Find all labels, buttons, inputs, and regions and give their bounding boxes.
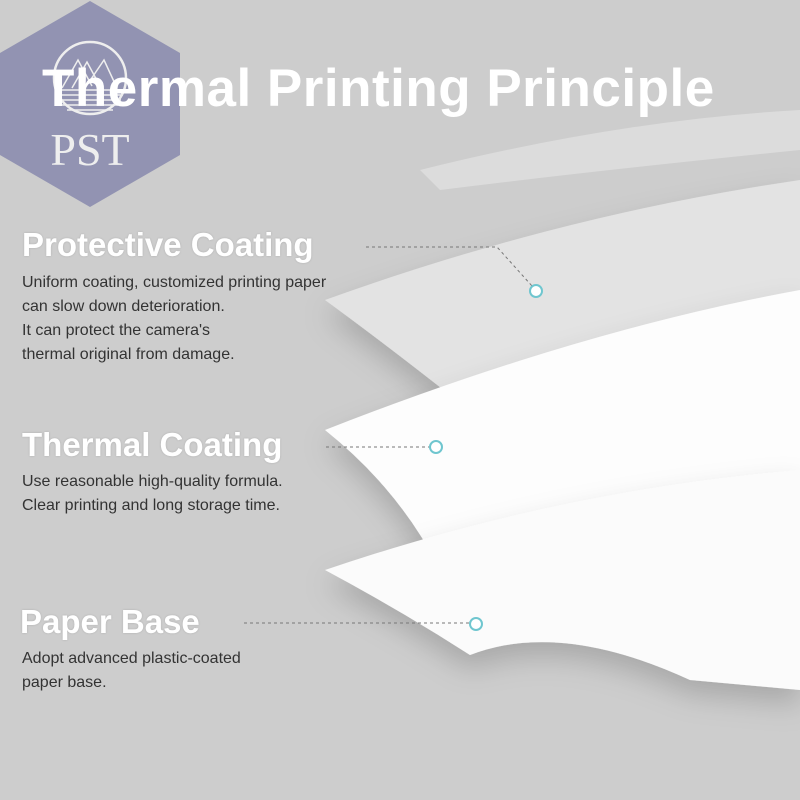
thermal-coating-heading: Thermal Coating [22, 426, 283, 463]
background-arc [420, 110, 800, 190]
paper-base-sheet [325, 470, 800, 690]
protective-marker [529, 284, 543, 298]
description-line: Adopt advanced plastic-coated [22, 650, 241, 667]
description-line: can slow down deterioration. [22, 298, 225, 315]
thermal-coating-description: Use reasonable high-quality formula. Cle… [22, 470, 283, 518]
thermal-marker [429, 440, 443, 454]
page-title: Thermal Printing Principle [42, 59, 715, 118]
protective-coating-description: Uniform coating, customized printing pap… [22, 271, 326, 367]
description-line: Use reasonable high-quality formula. [22, 473, 283, 490]
description-line: It can protect the camera's [22, 322, 211, 339]
paper-base-description: Adopt advanced plastic-coated paper base… [22, 647, 241, 695]
protective-leader-line [366, 246, 533, 287]
description-line: Uniform coating, customized printing pap… [22, 274, 327, 291]
description-line: paper base. [22, 674, 107, 691]
logo-text: PST [50, 124, 129, 175]
paper-base-heading: Paper Base [20, 603, 200, 640]
description-line: Clear printing and long storage time. [22, 497, 280, 514]
description-line: thermal original from damage. [22, 346, 235, 363]
pst-logo: PST [0, 1, 180, 207]
protective-coating-heading: Protective Coating [22, 226, 314, 263]
paper-base-marker [469, 617, 483, 631]
